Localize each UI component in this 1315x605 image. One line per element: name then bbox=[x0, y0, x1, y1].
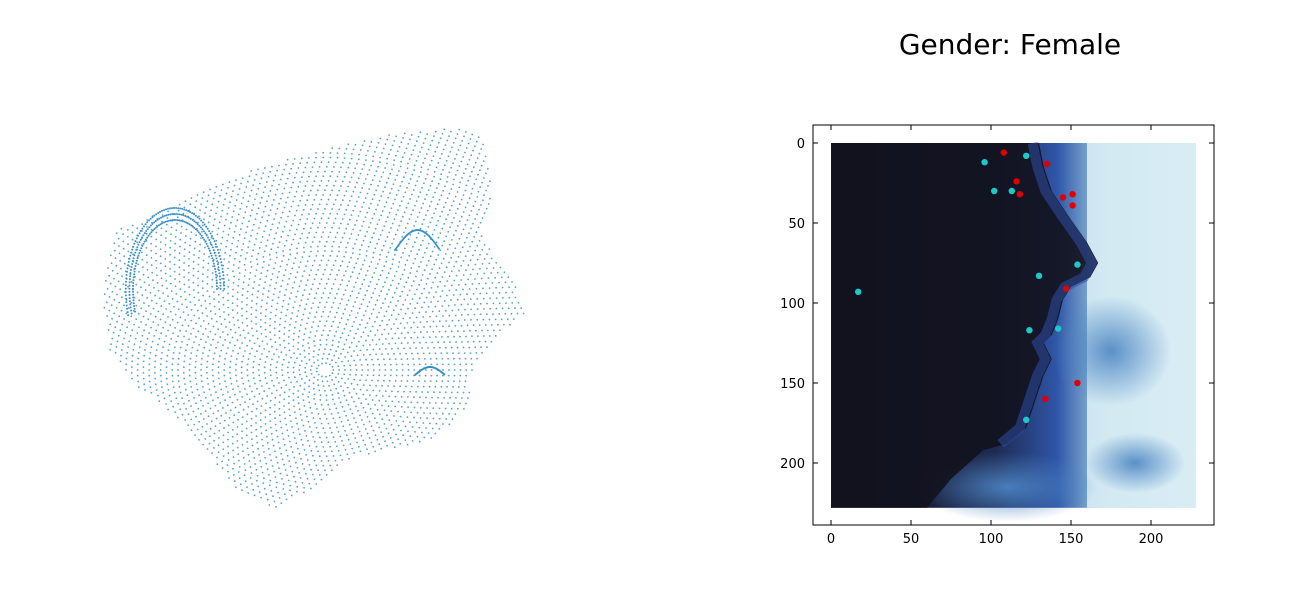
landmark-series-2 bbox=[1000, 149, 1081, 403]
landmark-chart: 0 50 100 150 200 0 50 100 150 200 bbox=[780, 124, 1215, 547]
landmark-series-1 bbox=[855, 152, 1081, 423]
y-tick-label: 200 bbox=[780, 457, 805, 472]
landmark-point bbox=[1063, 285, 1070, 292]
face-profile-image bbox=[831, 142, 1196, 522]
landmark-point bbox=[991, 187, 998, 195]
landmark-point bbox=[1016, 191, 1023, 198]
landmark-point bbox=[855, 288, 862, 295]
landmark-point bbox=[1008, 187, 1015, 195]
x-tick-label: 0 bbox=[827, 532, 835, 547]
landmark-point bbox=[1023, 416, 1030, 423]
landmark-point bbox=[1026, 327, 1033, 334]
x-tick-label: 200 bbox=[1139, 532, 1164, 547]
landmark-point bbox=[1059, 194, 1067, 201]
landmark-point bbox=[1000, 149, 1007, 156]
landmark-point bbox=[1013, 178, 1020, 185]
landmark-point bbox=[1023, 152, 1030, 159]
landmark-point bbox=[1043, 160, 1051, 167]
landmark-point bbox=[1035, 272, 1043, 279]
y-tick-label: 100 bbox=[780, 297, 805, 312]
landmark-point bbox=[1074, 379, 1081, 387]
chart-title: Gender: Female bbox=[898, 28, 1122, 61]
point-cloud-3d-face-icon bbox=[103, 128, 525, 508]
landmark-point bbox=[1069, 191, 1076, 198]
y-tick-label: 150 bbox=[780, 377, 805, 392]
landmark-point bbox=[981, 159, 988, 166]
y-tick-label: 50 bbox=[788, 217, 805, 232]
x-tick-label: 50 bbox=[903, 532, 920, 547]
x-tick-label: 150 bbox=[1059, 532, 1084, 547]
y-tick-label: 0 bbox=[797, 137, 805, 152]
axes-frame bbox=[812, 124, 1215, 526]
landmark-point bbox=[1074, 261, 1081, 268]
landmark-point bbox=[1069, 202, 1076, 209]
x-tick-label: 100 bbox=[979, 532, 1004, 547]
landmark-point bbox=[1055, 325, 1062, 332]
landmark-point bbox=[1042, 395, 1049, 403]
point-cloud-dots bbox=[103, 128, 525, 508]
